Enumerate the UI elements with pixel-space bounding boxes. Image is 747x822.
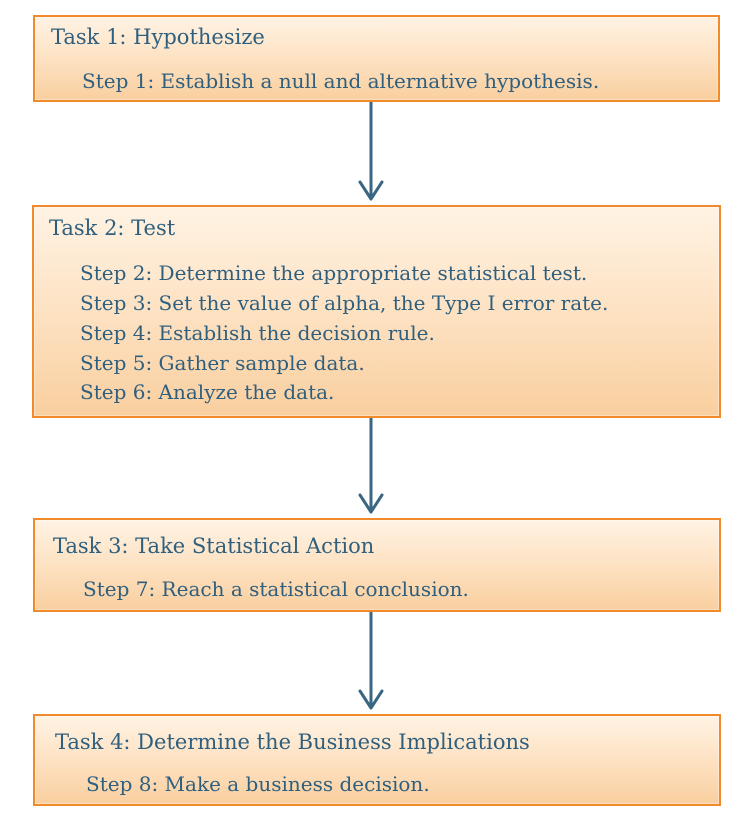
task-2-step-4: Step 4: Establish the decision rule. <box>80 321 435 345</box>
task-2-box: Task 2: Test Step 2: Determine the appro… <box>32 205 721 418</box>
task-3-box: Task 3: Take Statistical Action Step 7: … <box>33 518 721 612</box>
task-1-box: Task 1: Hypothesize Step 1: Establish a … <box>33 15 720 102</box>
task-2-title: Task 2: Test <box>49 216 176 240</box>
task-2-step-3: Step 3: Set the value of alpha, the Type… <box>80 291 609 315</box>
task-1-step-1: Step 1: Establish a null and alternative… <box>82 69 600 93</box>
arrow-task1-to-task2 <box>358 102 384 201</box>
task-1-title: Task 1: Hypothesize <box>51 25 265 49</box>
task-2-step-6: Step 6: Analyze the data. <box>80 380 335 404</box>
task-2-step-2: Step 2: Determine the appropriate statis… <box>80 261 588 285</box>
arrow-task2-to-task3 <box>358 418 384 514</box>
task-4-box: Task 4: Determine the Business Implicati… <box>33 714 721 806</box>
task-4-step-8: Step 8: Make a business decision. <box>86 772 430 796</box>
arrow-task3-to-task4 <box>358 612 384 710</box>
task-4-title: Task 4: Determine the Business Implicati… <box>55 730 530 754</box>
task-3-title: Task 3: Take Statistical Action <box>53 534 375 558</box>
task-2-step-5: Step 5: Gather sample data. <box>80 351 365 375</box>
task-3-step-7: Step 7: Reach a statistical conclusion. <box>83 577 469 601</box>
